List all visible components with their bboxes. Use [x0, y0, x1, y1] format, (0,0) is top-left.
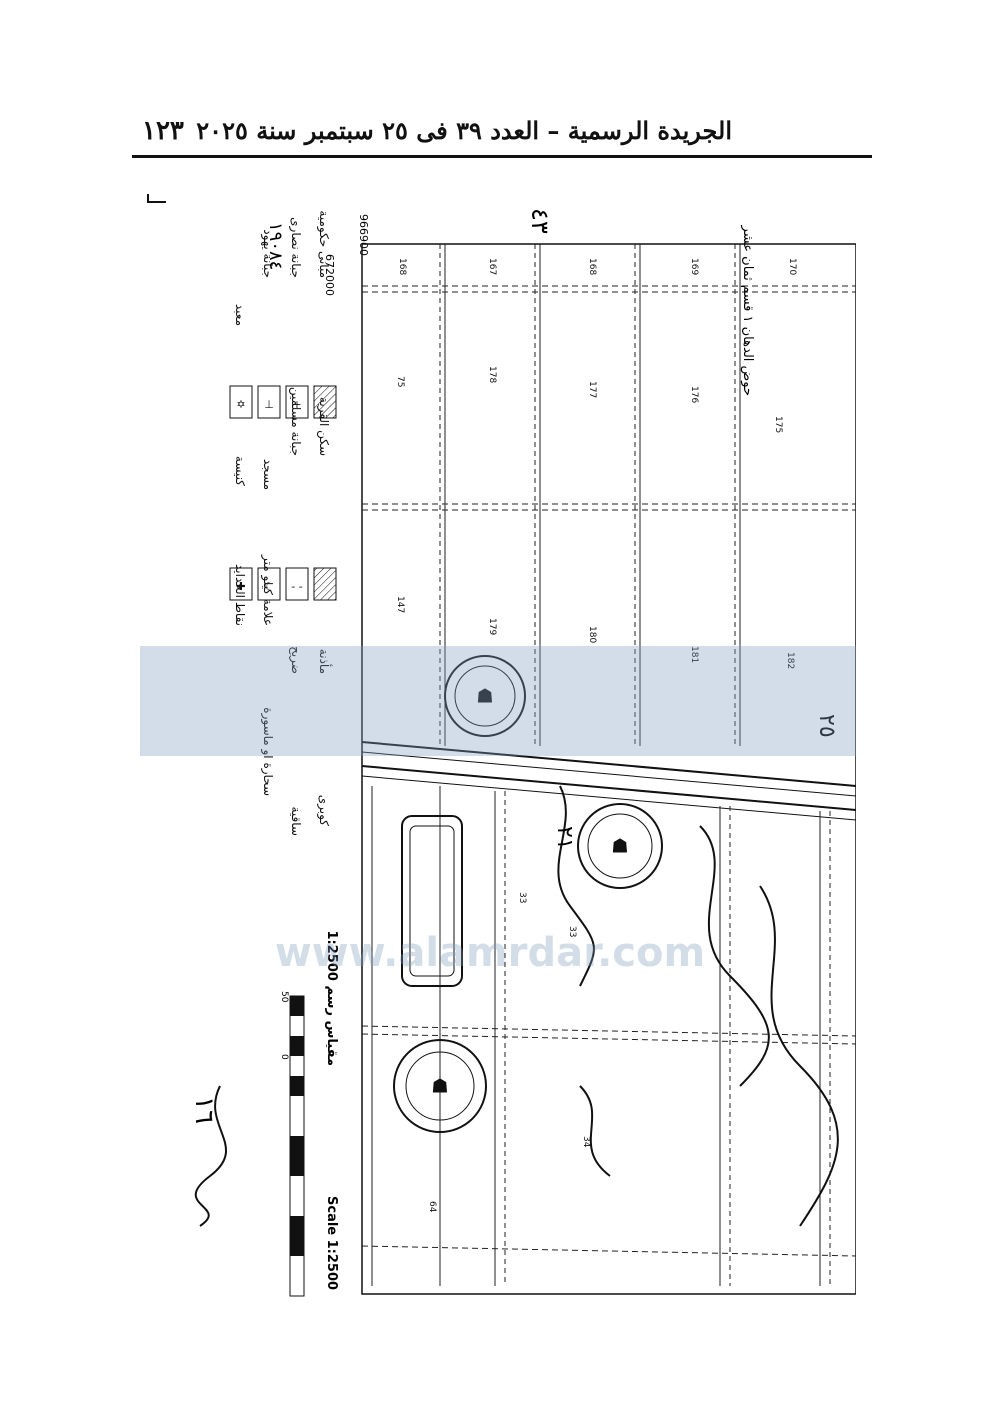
handwritten-note: ٢٥ [814, 714, 839, 738]
parcel-number: 179 [487, 618, 497, 635]
legend-label: مسجد [261, 459, 275, 490]
parcel-number: 176 [689, 386, 699, 403]
handwritten-note: ١٦ [189, 1096, 219, 1124]
legend-label: معبد [233, 304, 247, 326]
parcel-number: 167 [487, 258, 497, 275]
coord-y: 966900 [357, 214, 370, 256]
parcel-number: 33 [517, 892, 527, 903]
scale-tick: 50 [279, 991, 289, 1003]
parcel-number: 168 [587, 258, 597, 275]
official-stamp: ☗ [444, 655, 526, 737]
scale-tick: 0 [279, 1054, 289, 1060]
south-parcel-grid [361, 786, 857, 1286]
handwritten-note: ٤٣ [526, 208, 554, 234]
legend-label: مأذنة [317, 649, 333, 674]
legend-label: جبانة مسلمين [288, 387, 303, 456]
handwritten-note: ٢١ [552, 826, 577, 850]
parcel-number: 75 [395, 376, 405, 387]
parcel-number: 177 [587, 381, 597, 398]
map-frame [361, 243, 857, 1295]
grid-icon: ⊥ [264, 398, 274, 411]
watermark-url: www.alamrdar.com [275, 930, 705, 976]
basin-label: حوض الدهان ١ قسم ثمان عشر [740, 224, 755, 396]
cross-icon: + [292, 398, 301, 411]
parcel-number: 170 [787, 258, 797, 275]
map-legend: + ⊥ ✡ - - ☾ ✚ مبانى حكومية سكن القرية جب… [229, 210, 337, 836]
parcel-number: 33 [567, 926, 577, 937]
eagle-icon: ☗ [612, 836, 628, 857]
page-header: ١٢٣ الجريدة الرسمية – العدد ٣٩ فى ٢٥ سبت… [132, 112, 872, 158]
eagle-icon: ☗ [432, 1076, 448, 1097]
parcel-number: 169 [689, 258, 699, 275]
handwritten-signatures [194, 785, 839, 1227]
legend-label: جبانة يهود [260, 229, 275, 278]
legend-label: كوبرى [316, 795, 331, 827]
official-stamp: ☗ [393, 1039, 487, 1133]
cadastral-map-sheet: 672000 966900 [100, 186, 890, 1298]
crescent-icon: ☾ [264, 580, 274, 593]
page-number: ١٢٣ [142, 116, 184, 146]
legend-label: علامة كيلو متر [260, 554, 275, 626]
scale-arabic: مقياس رسم 1:2500 [324, 931, 339, 1066]
parcel-number: 64 [427, 1201, 437, 1213]
official-stamp: ☗ [577, 803, 663, 889]
legend-label: جبانة نصارى [288, 217, 303, 278]
handwritten-side-note: ١٩٠٨٤ [265, 222, 286, 270]
parcel-numbers: 168 167 168 169 170 75 178 177 176 175 1… [395, 258, 797, 1213]
canal-band [361, 741, 857, 821]
scale-bar: 50 0 مقياس رسم 1:2500 Scale 1:2500 [279, 931, 339, 1297]
watermark: www.alamrdar.com [100, 646, 890, 976]
scale-english: Scale 1:2500 [324, 1196, 339, 1290]
parcel-number: 147 [395, 596, 405, 613]
legend-label: سحارة او ماسورة [260, 707, 275, 796]
parcel-number: 180 [587, 626, 597, 643]
legend-label: سكن القرية [316, 397, 331, 456]
coord-x: 672000 [323, 254, 336, 296]
legend-label: مبانى حكومية [316, 210, 331, 278]
corner-mark [147, 194, 166, 203]
parcel-number: 181 [689, 646, 699, 663]
header-rule [132, 155, 872, 158]
parcel-number: 178 [487, 366, 497, 383]
legend-label: ساقية [289, 806, 303, 836]
legend-label: نقاط الحدايد [233, 564, 247, 626]
dash-icon: - - [291, 580, 302, 593]
parcel-number: 175 [773, 416, 783, 433]
legend-label: كنيسة [233, 456, 247, 486]
parcel-number: 168 [397, 258, 407, 275]
parcel-number: 34 [581, 1136, 591, 1148]
eagle-icon: ☗ [477, 686, 493, 707]
gazette-title: الجريدة الرسمية – العدد ٣٩ فى ٢٥ سبتمبر … [196, 116, 732, 145]
map-drawing: 672000 966900 [100, 194, 890, 1297]
rectangular-stamp [401, 815, 463, 987]
north-parcel-grid [362, 244, 856, 746]
legend-label: ضريح [288, 646, 303, 674]
parcel-number: 182 [785, 652, 795, 669]
cross-icon: ✚ [236, 580, 245, 593]
star-icon: ✡ [236, 398, 245, 411]
